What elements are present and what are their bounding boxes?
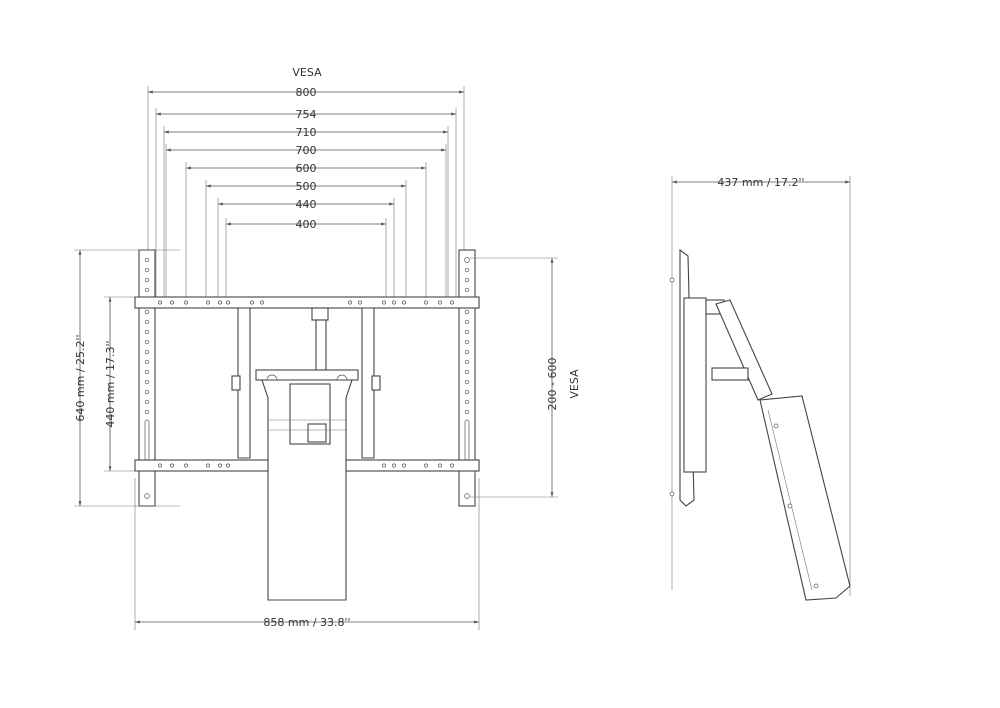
- column-shaft: [315, 319, 327, 371]
- dim-label-710: 710: [296, 126, 317, 139]
- depth-label: 437 mm / 17.2'': [717, 176, 804, 189]
- dim-label-800: 800: [296, 86, 317, 99]
- dim-label-754: 754: [296, 108, 317, 121]
- dim-label-500: 500: [296, 180, 317, 193]
- front-view: VESA 800 754 710 700 600 500 440: [74, 66, 581, 630]
- side-view: 437 mm / 17.2'': [669, 176, 851, 601]
- side-arm: [715, 299, 773, 401]
- side-brace: [711, 367, 749, 381]
- dim-label-600: 600: [296, 162, 317, 175]
- bottom-crossbar-holes: [158, 463, 454, 468]
- arm-lock: [307, 423, 327, 443]
- vertical-vesa-word: VESA: [568, 369, 581, 399]
- top-crossbar-holes: [158, 300, 454, 305]
- right-pivot: [371, 375, 381, 391]
- left-pivot: [231, 375, 241, 391]
- right-inner-frame: [361, 307, 375, 459]
- side-column: [759, 395, 851, 601]
- wall-bracket: [683, 297, 707, 473]
- height-inner-label: 440 mm / 17.3'': [104, 340, 117, 427]
- dim-label-700: 700: [296, 144, 317, 157]
- width-label: 858 mm / 33.8'': [263, 616, 350, 629]
- horizontal-dimensions: 800 754 710 700 600 500 440 400: [148, 86, 464, 231]
- top-crossbar: [134, 296, 480, 309]
- left-inner-frame: [237, 307, 251, 459]
- dim-label-400: 400: [296, 218, 317, 231]
- right-rail: [458, 249, 476, 507]
- vesa-label: VESA: [292, 66, 322, 79]
- vertical-dimensions: 640 mm / 25.2'' 440 mm / 17.3'' 200 - 60…: [74, 249, 581, 507]
- vertical-vesa-range-label: 200 - 600: [546, 358, 559, 411]
- column-clamp: [311, 307, 329, 321]
- dim-label-440: 440: [296, 198, 317, 211]
- extension-lines: [147, 86, 465, 300]
- height-outer-label: 640 mm / 25.2'': [74, 334, 87, 421]
- rail-holes: [144, 257, 470, 499]
